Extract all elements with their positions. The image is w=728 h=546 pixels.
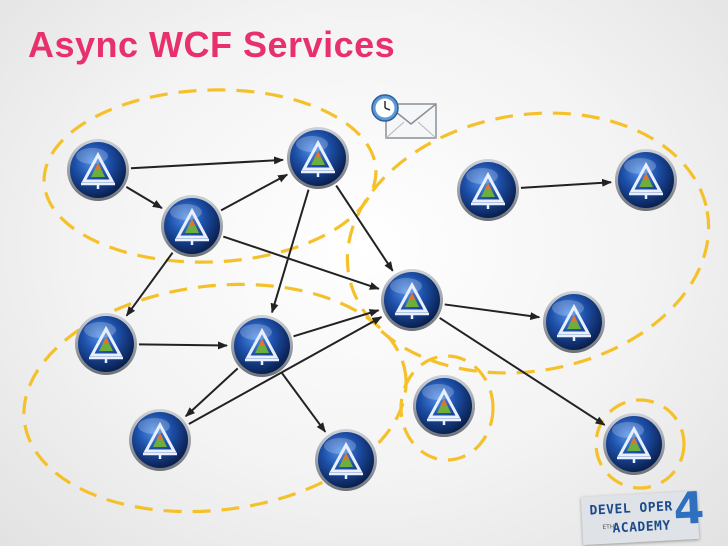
wcf-service-node-icon: [285, 125, 351, 191]
wcf-service-node-icon: [601, 411, 667, 477]
clock-icon: [371, 94, 399, 122]
arrow-n2-to-n6: [270, 189, 310, 314]
wcf-service-node-icon: [455, 157, 521, 223]
arrow-n5-to-n6: [138, 341, 229, 350]
arrow-n3-to-n2: [220, 173, 289, 212]
wcf-service-node-icon: [411, 373, 477, 439]
arrow-n2-to-n9: [335, 184, 394, 272]
arrow-n11-to-n9: [188, 316, 383, 425]
wcf-service-node-icon: [541, 289, 607, 355]
arrow-n9-to-n14: [439, 317, 606, 426]
arrow-n9-to-n8: [444, 303, 541, 321]
group-outline-top-left: [42, 88, 378, 264]
arrow-n1-to-n2: [130, 156, 285, 170]
wcf-service-node-icon: [73, 311, 139, 377]
arrow-n1-to-n3: [125, 186, 163, 209]
wcf-service-node-icon: [127, 407, 193, 473]
logo-text-line2: ACADEMY: [612, 518, 672, 537]
developer-academy-logo: DEVEL OPER ETH ACADEMY 4: [580, 483, 706, 546]
slide-title: Async WCF Services: [28, 24, 396, 65]
arrow-n6-to-n12: [280, 371, 327, 433]
arrow-n3-to-n9: [222, 235, 380, 290]
wcf-service-node-icon: [65, 137, 131, 203]
wcf-service-node-icon: [229, 313, 295, 379]
group-outline-small-bottom-right: [594, 398, 686, 490]
wcf-service-node-icon: [159, 193, 225, 259]
arrow-n3-to-n5: [125, 252, 174, 317]
arrow-n6-to-n11: [185, 367, 239, 418]
arrow-n6-to-n9: [293, 309, 380, 338]
wcf-service-node-icon: [313, 427, 379, 493]
group-outline-bottom-left: [22, 282, 408, 514]
logo-text-line1: DEVEL OPER: [589, 499, 674, 519]
message-envelope-icon: [371, 94, 437, 139]
arrow-n4-to-n7: [520, 178, 613, 189]
group-outline-small-center: [399, 354, 495, 462]
wcf-service-node-icon: [379, 267, 445, 333]
logo-number: 4: [672, 482, 706, 536]
wcf-service-node-icon: [613, 147, 679, 213]
